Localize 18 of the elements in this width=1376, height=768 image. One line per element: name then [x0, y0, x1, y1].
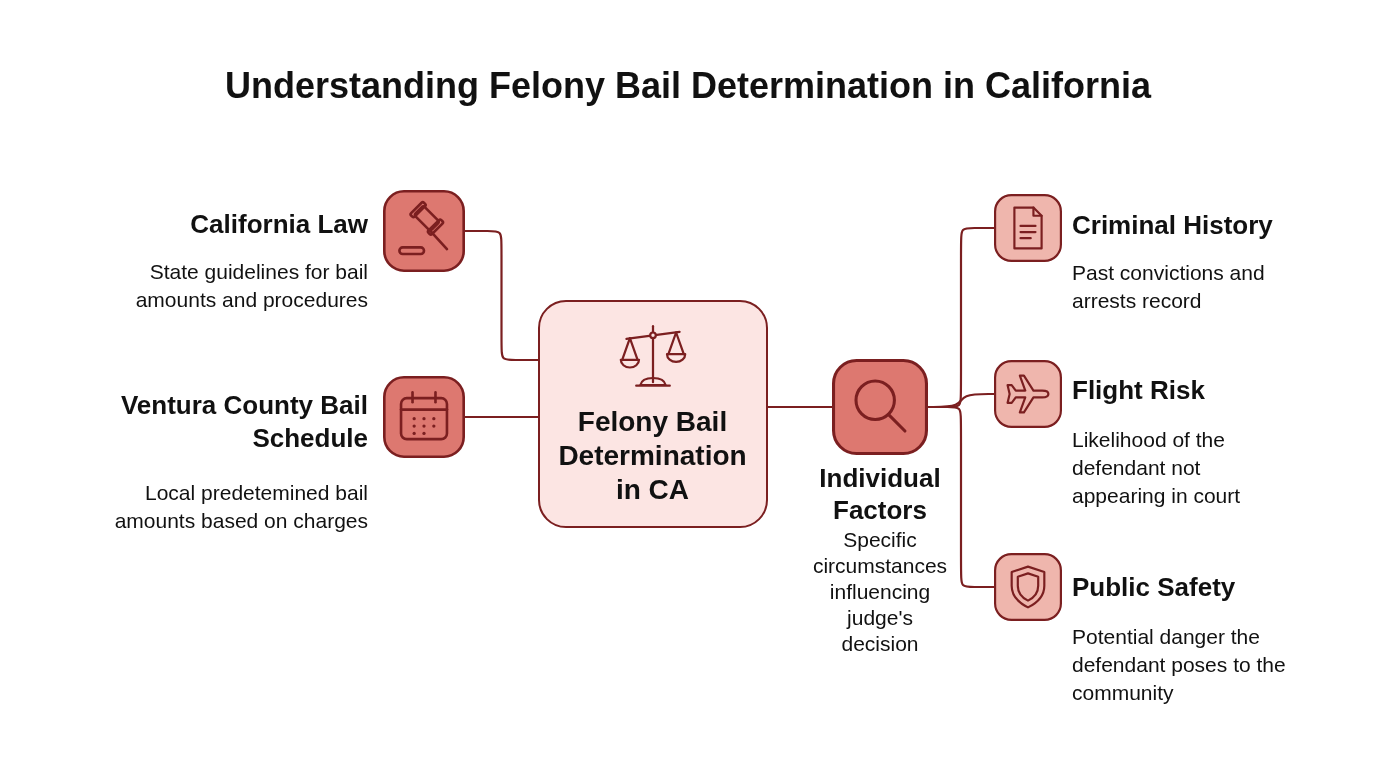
factor-heading: Ventura County Bail Schedule — [119, 389, 368, 455]
topic-title: Felony Bail Determination in CA — [557, 405, 748, 507]
factor-heading: Criminal History — [1072, 209, 1274, 242]
topic-box — [538, 300, 768, 528]
factor-description: State guidelines for bail amounts and procedures — [134, 259, 368, 313]
factor-heading: Individual Factors — [818, 462, 942, 526]
factor-heading: Flight Risk — [1072, 374, 1206, 407]
factor-heading: Public Safety — [1072, 571, 1237, 604]
factor-description: Past convictions and arrests record — [1072, 260, 1266, 314]
factor-description: Potential danger the defendant poses to the community — [1072, 624, 1287, 706]
connector-line — [463, 229, 540, 362]
connector-line — [926, 405, 996, 589]
factor-description: Local predetemined bail amounts based on charges — [113, 480, 368, 534]
factor-description: Likelihood of the defendant not appearing in court — [1072, 427, 1242, 509]
factor-description: Specific circumstances influencing judge's decision — [811, 527, 949, 657]
factor-heading: California Law — [189, 208, 368, 241]
diagram-title: Understanding Felony Bail Determination in California — [223, 64, 1153, 108]
connector-line — [463, 415, 540, 419]
